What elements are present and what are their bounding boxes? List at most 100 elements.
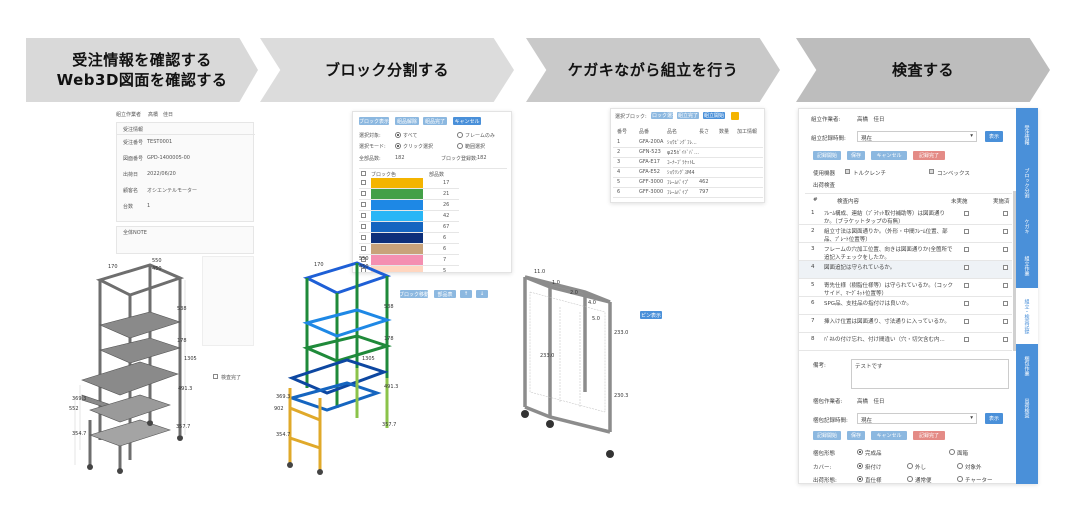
block-row-checkbox[interactable]	[361, 235, 366, 240]
item-number: 1	[811, 210, 815, 216]
not-done-checkbox[interactable]	[964, 337, 969, 342]
done-checkbox[interactable]	[1003, 211, 1008, 216]
ship-opt1-radio[interactable]	[857, 476, 863, 482]
block-row-checkbox[interactable]	[361, 257, 366, 262]
remark-textarea[interactable]: テストです	[851, 359, 1009, 389]
pkg-save-button[interactable]: 保存	[847, 431, 865, 440]
block-row-checkbox[interactable]	[361, 202, 366, 207]
not-done-checkbox[interactable]	[964, 283, 969, 288]
parts-list-button[interactable]: 部品表	[434, 290, 456, 298]
block-row-checkbox[interactable]	[361, 213, 366, 218]
cover-opt3-radio[interactable]	[957, 463, 963, 469]
pkg-show-button[interactable]: 表示	[985, 413, 1003, 424]
scrollbar[interactable]	[1013, 191, 1017, 351]
pkg-record-complete-button[interactable]: 記録完了	[913, 431, 945, 440]
tool2-checkbox[interactable]	[929, 169, 934, 174]
block-color-swatch[interactable]	[371, 200, 423, 210]
ship-opt2-radio[interactable]	[907, 476, 913, 482]
not-done-checkbox[interactable]	[964, 211, 969, 216]
block-color-swatch[interactable]	[371, 266, 423, 272]
side-tab-packing[interactable]: 梱包作業	[1023, 356, 1030, 376]
block-display-button[interactable]: ブロック表示	[359, 117, 390, 125]
model-3d-gray[interactable]: 170 550 450 538 178 1305 491.3 369.3 552…	[60, 250, 210, 475]
assembly-cancel-button[interactable]: 組品解除	[395, 117, 419, 125]
block-count-value: 182	[477, 155, 487, 161]
block-row-checkbox[interactable]	[361, 246, 366, 251]
pkg-time-select[interactable]: 現在 ▾	[857, 413, 977, 424]
block-row-checkbox[interactable]	[361, 180, 366, 185]
done-checkbox[interactable]	[1003, 319, 1008, 324]
done-checkbox[interactable]	[1003, 283, 1008, 288]
assembly-start-button[interactable]: 組立開始	[703, 112, 725, 119]
done-checkbox[interactable]	[1003, 301, 1008, 306]
cover-opt2-radio[interactable]	[907, 463, 913, 469]
block-move-button[interactable]: ブロック移動	[399, 290, 430, 298]
done-checkbox[interactable]	[1003, 229, 1008, 234]
side-tab-record[interactable]: 組立・検査記録	[1016, 288, 1038, 344]
cover-opt1-radio[interactable]	[857, 463, 863, 469]
block-row-checkbox[interactable]	[361, 224, 366, 229]
done-checkbox[interactable]	[1003, 337, 1008, 342]
block-color-swatch[interactable]	[371, 178, 423, 188]
ship-opt3-radio[interactable]	[957, 476, 963, 482]
record-start-button[interactable]: 記録開始	[813, 151, 841, 160]
done-checkbox[interactable]	[213, 374, 218, 379]
pkg-opt1-radio[interactable]	[857, 449, 863, 455]
not-done-checkbox[interactable]	[964, 265, 969, 270]
model-3d-wire[interactable]: 11.0 1.0 2.0 4.0 5.0 233.0 233.0 230.3	[510, 262, 650, 467]
not-done-checkbox[interactable]	[964, 301, 969, 306]
pkg-opt2-radio[interactable]	[949, 449, 955, 455]
side-tab-shipping[interactable]: 出荷検査	[1023, 398, 1030, 418]
block-row-checkbox[interactable]	[361, 268, 366, 272]
pkg-record-start-button[interactable]: 記録開始	[813, 431, 841, 440]
select-all-checkbox[interactable]	[361, 171, 366, 176]
cancel-button[interactable]: キャンセル	[871, 151, 907, 160]
record-complete-button[interactable]: 記録完了	[913, 151, 945, 160]
move-up-button[interactable]: ↑	[460, 290, 472, 298]
opt-all-radio[interactable]	[395, 132, 401, 138]
model-3d-colored[interactable]: 170 550 450 538 178 1305 491.3 369.3 902…	[262, 248, 412, 478]
assembly-complete-button[interactable]: 組立完了	[677, 112, 699, 119]
block-part-count: 6	[443, 246, 447, 252]
block-color-swatch[interactable]	[371, 233, 423, 243]
done-checkbox[interactable]	[1003, 247, 1008, 252]
opt-click-radio[interactable]	[395, 143, 401, 149]
cancel-button[interactable]: キャンセル	[453, 117, 481, 125]
not-done-checkbox[interactable]	[964, 247, 969, 252]
side-tab-assembly[interactable]: 組立作業	[1023, 256, 1030, 276]
save-button[interactable]: 保存	[847, 151, 865, 160]
block-color-swatch[interactable]	[371, 222, 423, 232]
not-done-checkbox[interactable]	[964, 319, 969, 324]
dim-label: 538	[384, 304, 394, 310]
side-tab-block[interactable]: ブロック分割	[1023, 168, 1030, 198]
pin-display-button[interactable]: ピン表示	[640, 311, 662, 319]
done-checkbox[interactable]	[1003, 265, 1008, 270]
tool1-checkbox[interactable]	[845, 169, 850, 174]
side-tab-order[interactable]: 受注情報	[1023, 125, 1030, 145]
record-time-select[interactable]: 現在 ▾	[857, 131, 977, 142]
side-tab-kegaki[interactable]: ケガキ	[1023, 218, 1030, 234]
block-color-swatch[interactable]	[371, 189, 423, 199]
block-color-swatch[interactable]	[371, 255, 423, 265]
assembly-done-button[interactable]: 組品完了	[423, 117, 447, 125]
opt-box-radio[interactable]	[457, 143, 463, 149]
step-4-label: 検査する	[891, 61, 954, 79]
move-down-button[interactable]: ↓	[476, 290, 488, 298]
not-done-checkbox[interactable]	[964, 229, 969, 234]
opt-frame-radio[interactable]	[457, 132, 463, 138]
pkg-cancel-button[interactable]: キャンセル	[871, 431, 907, 440]
block-row-checkbox[interactable]	[361, 191, 366, 196]
block-color-swatch[interactable]	[371, 244, 423, 254]
block-color-swatch[interactable]	[371, 211, 423, 221]
show-button[interactable]: 表示	[985, 131, 1003, 142]
block-color-swatch[interactable]	[731, 112, 739, 120]
block-select-button[interactable]: ブロック選択	[647, 112, 678, 119]
